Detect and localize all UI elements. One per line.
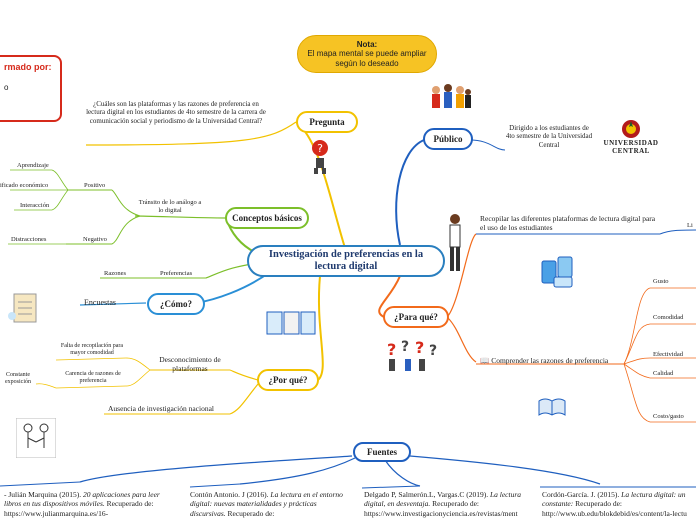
pregunta-text: ¿Cuáles son las plataformas y las razone… <box>86 100 266 125</box>
constante-label: Constante exposición <box>5 372 31 386</box>
svg-text:?: ? <box>401 339 409 355</box>
presenter-person-icon <box>449 214 461 271</box>
svg-text:?: ? <box>429 343 437 359</box>
comprender-label: Comprender las razones de preferencia <box>491 356 609 365</box>
node-paraque-label: ¿Para qué? <box>394 311 438 322</box>
recopilar-text: Recopilar las diferentes plataformas de … <box>480 214 656 232</box>
node-como-label: ¿Cómo? <box>160 298 192 309</box>
cut-label: Li <box>687 222 693 229</box>
razones-label: Razones <box>104 270 127 277</box>
svg-text:?: ? <box>415 338 424 357</box>
ausencia-label: Ausencia de investigación nacional <box>108 404 215 413</box>
author-box: rmado por: o <box>0 55 62 122</box>
central-topic-title: Investigación de preferencias en la lect… <box>268 248 424 272</box>
note-bubble: Nota: El mapa mental se puede ampliar se… <box>297 35 437 73</box>
open-book-icon <box>538 398 566 416</box>
central-topic[interactable]: Investigación de preferencias en la lect… <box>247 245 445 277</box>
razon-calidad: Calidad <box>653 370 674 377</box>
svg-text:?: ? <box>317 142 323 155</box>
positivo-label: Positivo <box>84 182 106 189</box>
razon-gusto: Gusto <box>653 278 669 285</box>
ref-1-author: - Julián Marquina (2015). <box>4 490 83 499</box>
node-publico[interactable]: Público <box>423 128 473 150</box>
ref-3-rest: Recuperado de: https://www.investigacion… <box>364 499 518 518</box>
question-person-icon: ? <box>312 140 328 174</box>
screens-icon <box>266 311 316 335</box>
ref-1-rest: Recuperado de: https://www.julianmarquin… <box>4 499 154 518</box>
ref-3: Delgado P, Salmerón.L, Vargas.C (2019). … <box>364 490 534 520</box>
ref-4-author: Cordón-García. J. (2015). <box>542 490 622 499</box>
positivo-item-1: Aprendizaje <box>17 162 49 169</box>
universidad-central-logo: UNIVERSIDAD CENTRAL <box>596 118 666 158</box>
ref-2-title: La lectura en el entorno digital: nuevas… <box>190 490 343 518</box>
note-title: Nota: <box>356 40 378 50</box>
carencia-label: Carencia de razones de preferencia <box>65 371 121 385</box>
ref-3-author: Delgado P, Salmerón.L, Vargas.C (2019). <box>364 490 490 499</box>
ref-3-title: La lectura digital, en desventaja. <box>364 490 522 509</box>
positivo-item-2: ificado económico <box>0 182 49 189</box>
transito-label: Tránsito de lo análogo a lo digital <box>138 199 202 214</box>
node-pregunta[interactable]: Pregunta <box>296 111 358 133</box>
ref-4: Cordón-García. J. (2015). La lectura dig… <box>542 490 696 520</box>
razon-costo: Costo/gasto <box>653 413 684 420</box>
ref-1-title: 20 aplicaciones para leer libros en tus … <box>4 490 160 509</box>
book-icon: 📖 <box>480 356 492 365</box>
negativo-item-1: Distracciones <box>11 236 47 243</box>
node-publico-label: Público <box>433 133 463 144</box>
preferencias-label: Preferencias <box>160 270 193 277</box>
ref-2: Contón Antonio. J (2016). La lectura en … <box>190 490 354 520</box>
node-conceptos-label: Conceptos básicos <box>232 212 302 223</box>
encuestas-label: Encuestas <box>84 298 116 307</box>
svg-text:?: ? <box>387 340 396 359</box>
ref-4-title: La lectura digital: un constante: <box>542 490 686 509</box>
node-fuentes[interactable]: Fuentes <box>353 442 411 462</box>
author-heading: rmado por: <box>4 62 52 72</box>
node-como[interactable]: ¿Cómo? <box>147 293 205 315</box>
ref-2-rest: Recuperado de: <box>225 508 275 518</box>
positivo-item-3: Interacción <box>20 202 50 209</box>
node-paraque[interactable]: ¿Para qué? <box>383 306 449 328</box>
survey-clipboard-icon <box>8 293 37 323</box>
logo-text: UNIVERSIDAD CENTRAL <box>603 139 659 155</box>
falta-label: Falta de recopilación para mayor comodid… <box>60 343 124 357</box>
node-fuentes-label: Fuentes <box>367 446 397 457</box>
people-sketch-icon <box>16 418 56 458</box>
question-marks-group-icon: ? ? ? ? <box>387 338 437 371</box>
people-crowd-icon <box>432 84 471 108</box>
devices-icon <box>541 256 573 288</box>
ref-2-author: Contón Antonio. J (2016). <box>190 490 271 499</box>
ref-1: - Julián Marquina (2015). 20 aplicacione… <box>4 490 172 520</box>
note-text: El mapa mental se puede ampliar según lo… <box>307 49 427 68</box>
publico-text: Dirigido a los estudiantes de 4to semest… <box>505 124 593 149</box>
desconocimiento-label: Desconocimiento de plataformas <box>159 355 221 373</box>
node-conceptos[interactable]: Conceptos básicos <box>225 207 309 229</box>
crest-icon <box>622 120 640 138</box>
author-line: o <box>4 83 9 92</box>
razon-efectividad: Efectividad <box>653 351 683 358</box>
razon-comodidad: Comodidad <box>653 314 684 321</box>
node-porque[interactable]: ¿Por qué? <box>257 369 319 391</box>
comprender-text: 📖 Comprender las razones de preferencia <box>480 356 630 365</box>
ref-4-rest: Recuperado de: http://www.ub.edu/blokdeb… <box>542 499 687 518</box>
node-pregunta-label: Pregunta <box>309 116 345 127</box>
negativo-label: Negativo <box>83 236 107 243</box>
node-porque-label: ¿Por qué? <box>268 374 308 385</box>
